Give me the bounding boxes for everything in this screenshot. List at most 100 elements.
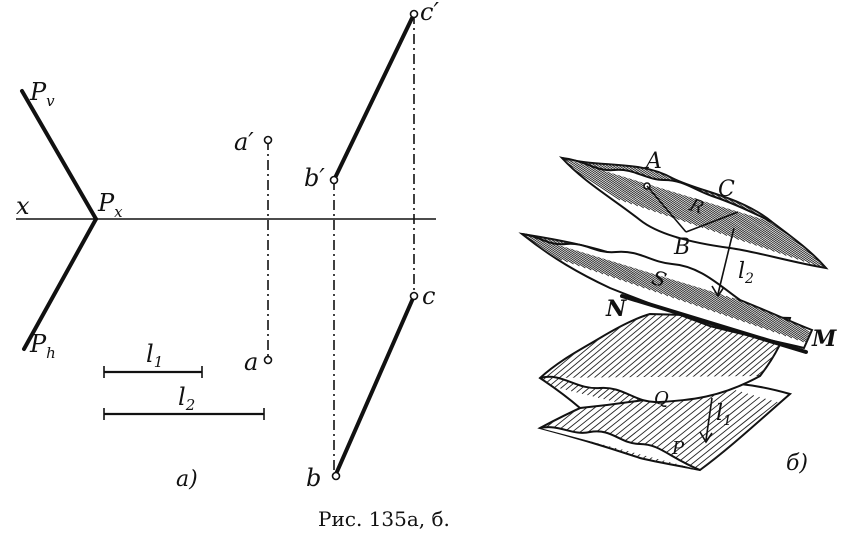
- segment-b-prime-c-prime: [332, 12, 416, 182]
- hatch-line: [643, 267, 704, 309]
- orthographic-drawing: Pv Ph Px x a′ a b′ b c′ c l1 l2 а): [16, 0, 439, 492]
- hatch-line: [725, 295, 787, 337]
- hatch-line: [522, 234, 568, 263]
- label-b-prime: b′: [304, 164, 325, 192]
- hatch-line: [678, 279, 740, 321]
- hatch-line: [554, 314, 676, 388]
- trace-pv: [20, 89, 98, 221]
- hatch-line: [713, 291, 775, 333]
- hatch-line: [536, 234, 598, 273]
- hatch-line: [665, 398, 766, 470]
- label-x-axis: x: [16, 192, 30, 220]
- label-part-a: а): [176, 467, 198, 492]
- hatch-line: [562, 158, 662, 215]
- hatch-line: [755, 305, 812, 347]
- hatch-line: [702, 287, 763, 329]
- hatch-line: [649, 269, 710, 311]
- hatch-line: [660, 273, 722, 315]
- label-px: Px: [97, 189, 123, 221]
- label-pv: Pv: [29, 78, 55, 110]
- hatch-line: [562, 158, 627, 203]
- hatch-line: [619, 259, 681, 301]
- label-part-b: б): [786, 451, 808, 476]
- hatch-line: [565, 314, 687, 391]
- hatch-line: [731, 297, 793, 339]
- plane-r: [558, 156, 829, 270]
- hatch-line: [637, 265, 698, 307]
- hatch-line: [570, 314, 692, 392]
- point-a: [263, 355, 273, 365]
- distance-bar-l1: [103, 366, 203, 378]
- hatch-line: [522, 234, 551, 257]
- hatch-line: [749, 303, 810, 345]
- point-a-prime: [263, 135, 273, 145]
- label-a: a: [244, 348, 258, 376]
- hatch-line: [562, 158, 674, 219]
- distance-bar-l2: [103, 408, 265, 420]
- spatial-drawing: A B C N M l2 l1 S R Q P б): [518, 149, 837, 476]
- hatch-line: [576, 314, 697, 393]
- label-3d-l1: l1: [716, 401, 732, 429]
- distance-arrow-l2: [717, 227, 735, 295]
- hatch-line: [562, 158, 621, 201]
- hatch-line: [671, 400, 772, 470]
- hatch-line: [719, 293, 781, 335]
- label-3d-A: A: [644, 149, 662, 174]
- label-l1: l1: [146, 340, 163, 371]
- point-c: [409, 291, 419, 301]
- hatch-line: [743, 301, 804, 343]
- label-b: b: [306, 464, 321, 492]
- label-a-prime: a′: [234, 128, 254, 156]
- hatch-line: [562, 158, 656, 213]
- label-c: c: [422, 282, 435, 310]
- hatch-line: [606, 158, 728, 237]
- label-3d-Q: Q: [654, 388, 669, 409]
- point-b-prime: [329, 175, 339, 185]
- hatch-line: [562, 158, 668, 217]
- line-mn: [620, 294, 808, 354]
- label-3d-l2: l2: [738, 259, 754, 287]
- hatch-line: [654, 271, 716, 313]
- hatch-line: [562, 158, 633, 205]
- point-c-prime: [409, 9, 419, 19]
- hatch-line: [581, 314, 703, 395]
- hatch-line: [676, 401, 778, 470]
- hatch-line: [690, 283, 751, 325]
- hatch-line: [672, 277, 734, 319]
- hatch-line: [560, 314, 681, 389]
- plane-s: [518, 232, 814, 350]
- hatch-line: [696, 285, 757, 327]
- hatch-line: [631, 263, 692, 305]
- hatch-line: [522, 234, 563, 261]
- hatch-line: [666, 275, 728, 317]
- hatch-line: [772, 311, 812, 348]
- segment-b-c: [334, 294, 416, 476]
- hatch-line: [549, 314, 670, 387]
- hatch-line: [562, 158, 645, 209]
- label-ph: Ph: [29, 330, 56, 362]
- hatch-line: [562, 158, 650, 211]
- label-3d-B: B: [673, 235, 690, 260]
- label-c-prime: c′: [420, 0, 439, 26]
- label-3d-M: M: [811, 326, 837, 352]
- hatch-line: [684, 281, 745, 323]
- hatch-line: [737, 299, 799, 341]
- hatch-line: [612, 158, 734, 238]
- label-3d-P: P: [671, 438, 685, 459]
- hatch-line: [624, 161, 745, 242]
- distance-arrow-l1: [705, 397, 713, 441]
- trace-ph: [22, 217, 98, 351]
- hatch-line: [562, 158, 680, 221]
- hatch-line: [562, 158, 639, 207]
- hatch-line: [625, 261, 686, 303]
- label-3d-N: N: [605, 296, 627, 322]
- hatch-line: [731, 196, 826, 268]
- hatch-line: [778, 313, 812, 348]
- figure-caption: Рис. 135а, б.: [318, 507, 450, 531]
- point-b: [331, 471, 341, 481]
- label-3d-C: C: [718, 177, 735, 202]
- label-l2: l2: [178, 383, 195, 414]
- label-3d-R: R: [686, 194, 707, 219]
- hatch-line: [548, 235, 610, 277]
